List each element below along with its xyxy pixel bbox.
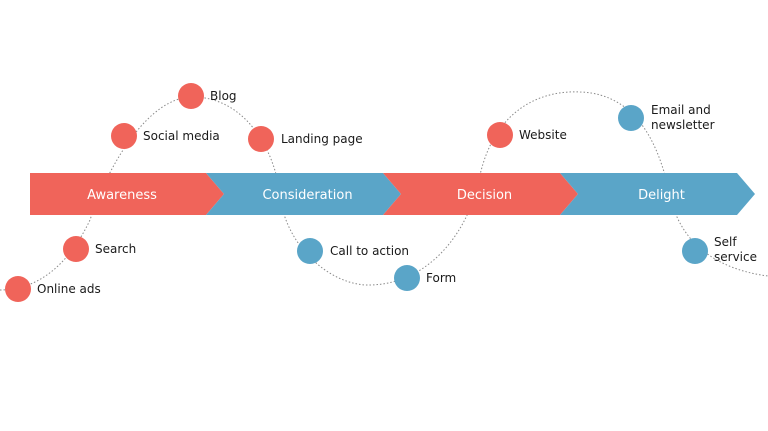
touchpoint-dot-form bbox=[394, 265, 420, 291]
stage-arrow-awareness bbox=[30, 173, 224, 215]
touchpoint-online-ads: Online ads bbox=[5, 276, 101, 302]
touchpoint-dot-search bbox=[63, 236, 89, 262]
stage-arrows: Awareness Consideration Decision Delight bbox=[30, 173, 755, 215]
touchpoint-label-line: Landing page bbox=[281, 132, 363, 146]
touchpoint-dot-self-service bbox=[682, 238, 708, 264]
touchpoint-label-blog: Blog bbox=[210, 89, 237, 103]
touchpoint-label-social-media: Social media bbox=[143, 129, 220, 143]
touchpoint-label-online-ads: Online ads bbox=[37, 282, 101, 296]
touchpoint-dot-online-ads bbox=[5, 276, 31, 302]
touchpoint-dot-blog bbox=[178, 83, 204, 109]
touchpoint-social-media: Social media bbox=[111, 123, 220, 149]
touchpoint-dot-landing-page bbox=[248, 126, 274, 152]
touchpoint-blog: Blog bbox=[178, 83, 237, 109]
touchpoint-label-line: Call to action bbox=[330, 244, 409, 258]
stage-label-decision: Decision bbox=[457, 188, 512, 203]
touchpoint-label-form: Form bbox=[426, 271, 456, 285]
touchpoint-label-line: Email and bbox=[651, 103, 711, 117]
touchpoint-form: Form bbox=[394, 265, 456, 291]
touchpoint-label-line: service bbox=[714, 250, 757, 264]
touchpoint-label-line: Self bbox=[714, 235, 737, 249]
touchpoint-dot-website bbox=[487, 122, 513, 148]
stage-label-delight: Delight bbox=[638, 188, 685, 203]
touchpoint-label-search: Search bbox=[95, 242, 136, 256]
stage-arrow-consideration bbox=[206, 173, 401, 215]
touchpoint-dot-email-newsletter bbox=[618, 105, 644, 131]
touchpoint-label-line: Blog bbox=[210, 89, 237, 103]
touchpoint-label-line: Search bbox=[95, 242, 136, 256]
touchpoint-label-landing-page: Landing page bbox=[281, 132, 363, 146]
touchpoint-label-line: Social media bbox=[143, 129, 220, 143]
stage-arrow-decision bbox=[383, 173, 578, 215]
touchpoint-label-website: Website bbox=[519, 128, 567, 142]
touchpoint-website: Website bbox=[487, 122, 567, 148]
journey-dotted-path bbox=[0, 91, 768, 291]
touchpoint-label-call-to-action: Call to action bbox=[330, 244, 409, 258]
stage-label-awareness: Awareness bbox=[87, 188, 157, 203]
touchpoint-label-line: Website bbox=[519, 128, 567, 142]
stage-arrow-delight bbox=[560, 173, 755, 215]
touchpoint-dot-social-media bbox=[111, 123, 137, 149]
touchpoint-label-line: Form bbox=[426, 271, 456, 285]
touchpoint-dot-call-to-action bbox=[297, 238, 323, 264]
touchpoint-search: Search bbox=[63, 236, 136, 262]
touchpoint-landing-page: Landing page bbox=[248, 126, 363, 152]
touchpoint-label-line: Online ads bbox=[37, 282, 101, 296]
touchpoint-label-line: newsletter bbox=[651, 118, 715, 132]
touchpoint-nodes: Online ads Search Social media BlogLanding … bbox=[5, 83, 757, 302]
touchpoint-call-to-action: Call to action bbox=[297, 238, 409, 264]
stage-label-consideration: Consideration bbox=[262, 188, 352, 203]
